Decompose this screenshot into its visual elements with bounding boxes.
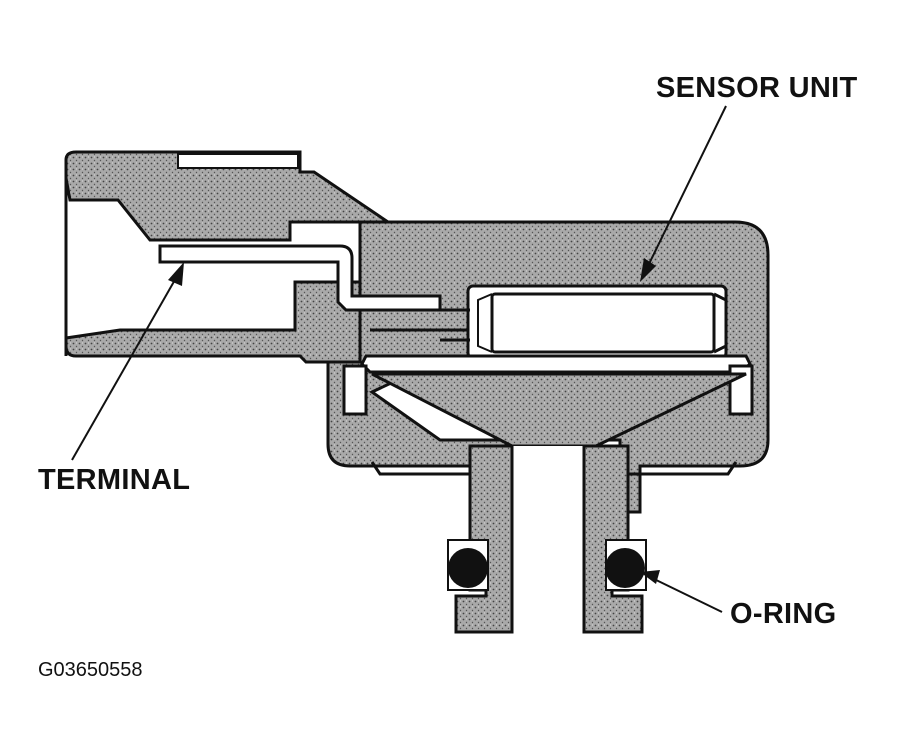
port-bore bbox=[512, 446, 584, 632]
connector-notch bbox=[177, 153, 299, 169]
terminal-lead bbox=[352, 308, 470, 342]
sensor-unit-label: SENSOR UNIT bbox=[656, 72, 858, 104]
sensor-left-cap bbox=[477, 293, 493, 353]
connector-upper-lip bbox=[64, 150, 393, 242]
sensor-unit-arrowhead bbox=[640, 258, 656, 282]
diaphragm-plate bbox=[360, 354, 752, 374]
o-ring-label: O-RING bbox=[730, 598, 837, 630]
left-slot bbox=[342, 364, 368, 416]
sensor-unit bbox=[490, 292, 716, 354]
figure-id: G03650558 bbox=[38, 659, 143, 681]
o-ring-right bbox=[605, 548, 645, 588]
o-ring-leader bbox=[651, 577, 723, 613]
sensor-unit-leader bbox=[647, 105, 727, 267]
connector-lower-lip bbox=[64, 280, 362, 364]
o-ring-arrowhead bbox=[640, 570, 660, 584]
o-ring-left bbox=[448, 548, 488, 588]
sensor-end-cap bbox=[713, 292, 728, 354]
terminal-arrowhead bbox=[168, 262, 184, 286]
terminal-leader bbox=[71, 277, 177, 461]
terminal-label: TERMINAL bbox=[38, 464, 191, 496]
terminal-pin bbox=[158, 244, 442, 312]
